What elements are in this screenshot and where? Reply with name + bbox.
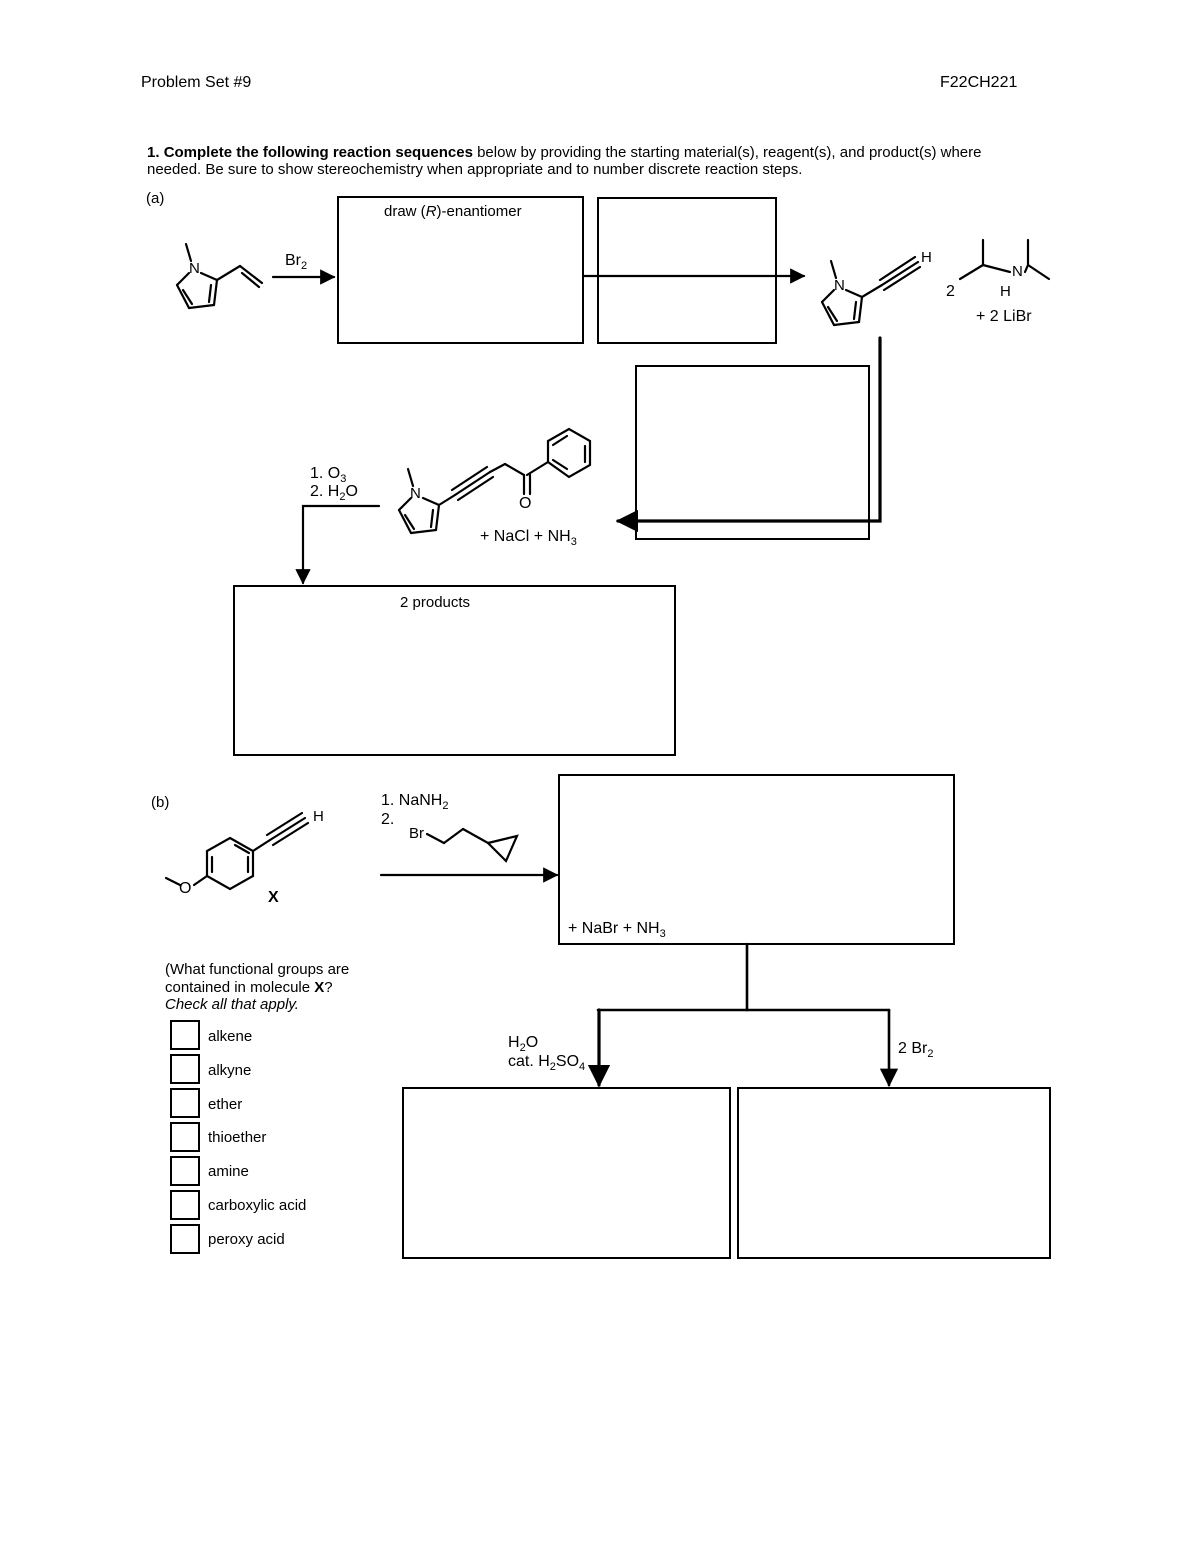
bromoethylcyclopropane-structure (425, 827, 519, 863)
ozonolysis-step-1: 1. O3 (310, 465, 347, 486)
checkbox-amine[interactable] (170, 1156, 200, 1186)
ethynylanisole-structure (164, 811, 310, 891)
bromination-reagent: 2 Br2 (898, 1040, 934, 1061)
question-bold: Complete the following reaction sequence… (163, 144, 473, 161)
atom-br: Br (409, 825, 424, 842)
answer-box-hydration-product[interactable] (402, 1087, 731, 1259)
checkbox-label-alkene: alkene (208, 1028, 253, 1045)
checkbox-alkyne[interactable] (170, 1054, 200, 1084)
checkbox-alkene[interactable] (170, 1020, 200, 1050)
question-line-1: 1. Complete the following reaction seque… (147, 144, 982, 161)
fg-question-line-3: Check all that apply. (165, 996, 299, 1013)
checkbox-thioether[interactable] (170, 1122, 200, 1152)
part-b-label: (b) (151, 794, 170, 811)
answer-box-r-enantiomer[interactable] (337, 196, 584, 344)
header-right: F22CH221 (940, 74, 1018, 91)
coefficient-2: 2 (946, 283, 955, 300)
atom-n-ketone: N (410, 485, 421, 502)
checkbox-label-carboxylic-acid: carboxylic acid (208, 1197, 307, 1214)
checkbox-ether[interactable] (170, 1088, 200, 1118)
atom-h-alkyne: H (921, 249, 932, 266)
answer-box-intermediate[interactable] (635, 365, 870, 540)
byproducts-nabr: + NaBr + NH3 (568, 920, 666, 941)
question-line-2: needed. Be sure to show stereochemistry … (147, 161, 803, 178)
hydration-reagent-1: H2O (508, 1034, 539, 1055)
checkbox-label-alkyne: alkyne (208, 1062, 252, 1079)
atom-h-anisole: H (313, 808, 324, 825)
atom-o-ketone: O (519, 495, 532, 512)
r-enantiomer-label: draw (R)-enantiomer (384, 203, 522, 220)
answer-box-bromination-product[interactable] (737, 1087, 1051, 1259)
ethynylpyrrole-structure (820, 255, 922, 327)
header-left: Problem Set #9 (141, 74, 252, 91)
checkbox-peroxy-acid[interactable] (170, 1224, 200, 1254)
answer-box-alkylation-product[interactable] (558, 774, 955, 945)
reagent-br2: Br2 (285, 252, 308, 273)
molecule-x-label: X (268, 889, 279, 906)
atom-o-anisole: O (179, 880, 192, 897)
diisopropylamine-structure (958, 238, 1051, 281)
checkbox-label-peroxy-acid: peroxy acid (208, 1231, 285, 1248)
byproducts-nacl: + NaCl + NH3 (480, 528, 577, 549)
atom-n-start: N (189, 260, 200, 277)
checkbox-carboxylic-acid[interactable] (170, 1190, 200, 1220)
fg-question-line-1: (What functional groups are (165, 961, 350, 978)
two-products-label: 2 products (400, 594, 471, 611)
vinylpyrrole-structure (175, 242, 264, 310)
fg-question-line-2: contained in molecule X? (165, 979, 333, 996)
alkynyl-ketone-structure (397, 427, 592, 535)
checkbox-label-thioether: thioether (208, 1129, 267, 1146)
atom-n-amine: N (1012, 263, 1023, 280)
hydration-reagent-2: cat. H2SO4 (508, 1053, 586, 1074)
answer-box-ozonolysis-products[interactable] (233, 585, 676, 756)
part-a-label: (a) (146, 190, 165, 207)
reagent-step-2: 2. (381, 811, 395, 828)
atom-h-amine: H (1000, 283, 1011, 300)
checkbox-label-ether: ether (208, 1096, 243, 1113)
byproduct-libr: + 2 LiBr (976, 308, 1032, 325)
ozonolysis-step-2: 2. H2O (310, 483, 358, 504)
atom-n-alkyne: N (834, 277, 845, 294)
reagent-nanh2: 1. NaNH2 (381, 792, 449, 813)
checkbox-label-amine: amine (208, 1163, 249, 1180)
answer-box-reagent[interactable] (597, 197, 777, 344)
